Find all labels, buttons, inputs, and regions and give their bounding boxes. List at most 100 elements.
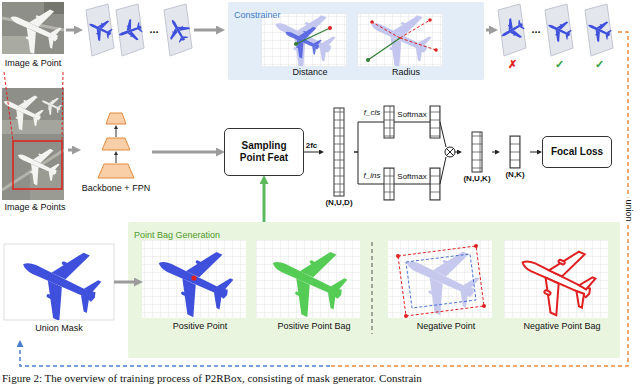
- input-photo: [2, 2, 64, 54]
- constrainer-panel: [428, 18, 432, 22]
- constrainer-panel: [366, 58, 370, 62]
- point-bag-panel: [392, 240, 487, 318]
- point-bag-panel: [392, 240, 487, 318]
- backbone-fpn: [116, 129, 117, 137]
- input-photo: [13, 141, 62, 189]
- point-bag-panel: [508, 240, 603, 318]
- feature-bars: [447, 149, 454, 156]
- connector-arrow: [492, 152, 495, 153]
- constrainer-panel: [278, 17, 326, 63]
- operation-name: Softmax: [397, 173, 426, 181]
- node-label: Backbone + FPN: [82, 183, 150, 194]
- feature-vector: (N,U,D): [324, 108, 354, 210]
- input-photo: [2, 88, 48, 135]
- constrainer-panel: [294, 42, 298, 46]
- backbone-fpn: [116, 155, 117, 163]
- connector-arrow: [263, 184, 266, 222]
- input-photo: [4, 72, 13, 141]
- negative-point: Negative Point: [388, 240, 492, 336]
- backbone-fpn: [98, 164, 134, 178]
- node-label: Positive Point Bag: [277, 321, 350, 332]
- backbone-fpn: [102, 138, 130, 150]
- union-mask-image: [4, 232, 114, 331]
- connector-arrow: [114, 281, 134, 284]
- input-photo: [62, 72, 63, 141]
- point-bag-panel: [372, 242, 373, 334]
- constrainer-panel: [372, 20, 436, 50]
- backbone-fpn: [98, 113, 134, 178]
- mask-card: [116, 4, 144, 56]
- distance-view: Distance: [262, 14, 346, 78]
- constrainer-panel: [228, 2, 484, 80]
- backbone-fpn: Backbone + FPN: [80, 110, 152, 196]
- point-bag-panel: [482, 304, 486, 308]
- constrainer-panel: [262, 14, 346, 66]
- mask-card: [584, 15, 615, 45]
- mask-card: [115, 17, 145, 46]
- input-photo: [1, 0, 68, 60]
- union-path: [20, 347, 330, 366]
- input-photo: [38, 92, 64, 117]
- constrainer-panel: [328, 26, 332, 30]
- connector-arrow: [304, 152, 319, 153]
- ellipsis: ...: [531, 24, 540, 35]
- radius-view: Radius: [358, 14, 442, 78]
- point-bag-panel: [398, 246, 484, 316]
- ellipsis: ...: [149, 24, 158, 35]
- node-label: Negative Point: [417, 321, 476, 332]
- check-mark: ✓: [555, 59, 564, 70]
- connector-arrow: [354, 122, 457, 184]
- point-bag-panel: Point Bag GenerationPositive PointPositi…: [128, 222, 620, 358]
- feature-bars: [430, 106, 440, 138]
- input-photo: [10, 138, 64, 191]
- feature-bars: [334, 106, 520, 200]
- point-bag-panel: [258, 240, 355, 318]
- point-bag-panel: [128, 222, 620, 358]
- constrainer-panel: [368, 38, 400, 60]
- function-name: f_cls: [364, 109, 380, 117]
- node-label: Radius: [392, 67, 420, 78]
- connector-arrow: [152, 151, 216, 154]
- flow-arrow: [66, 29, 74, 32]
- point-bag-panel: [404, 314, 408, 318]
- node-label: (N,U,D): [325, 198, 352, 208]
- node-label: (N,U,K): [463, 174, 490, 184]
- point-bag-panel: [474, 244, 478, 248]
- check-mark: ✓: [595, 59, 604, 70]
- point-bag-panel: [508, 240, 603, 318]
- union-label: union: [623, 197, 634, 223]
- input-photo: [2, 88, 64, 200]
- constrainer-panel: [360, 14, 438, 66]
- point-bag-panel: [258, 240, 355, 318]
- mask-card: [544, 15, 575, 45]
- union-mask: Union Mask: [4, 244, 114, 338]
- node-label: Negative Point Bag: [523, 321, 600, 332]
- constrainer-panel: [434, 48, 438, 52]
- union-path: [20, 32, 628, 366]
- feature-bars: [384, 106, 394, 138]
- panel-title: Constrainer: [234, 10, 281, 21]
- input-image: Image & Point: [2, 2, 64, 72]
- constrainer-panel: [360, 14, 438, 66]
- positive-point-bag: Positive Point Bag: [256, 240, 360, 336]
- mask-card: [85, 14, 116, 44]
- node-label: (N,K): [505, 170, 524, 180]
- connector-arrow: [68, 149, 72, 152]
- point-bag-panel: [128, 222, 620, 358]
- connector-arrow: [530, 152, 537, 153]
- input-photo: [2, 2, 64, 54]
- constrainer-panel: [264, 14, 342, 66]
- positive-point: Positive Point: [142, 240, 246, 336]
- node-label: Image & Point: [5, 58, 62, 69]
- negative-point-bag: Negative Point Bag: [504, 240, 608, 336]
- flow-arrow: [486, 29, 489, 32]
- node-label: Union Mask: [35, 323, 83, 334]
- point-bag-panel: [406, 254, 476, 308]
- edge-label: 2fc: [306, 142, 318, 150]
- point-bag-panel: [144, 240, 241, 318]
- constrainer-panel: [262, 14, 346, 66]
- function-name: f_ins: [364, 172, 381, 180]
- union-mask-image: [8, 244, 110, 320]
- operation-name: Softmax: [397, 111, 426, 119]
